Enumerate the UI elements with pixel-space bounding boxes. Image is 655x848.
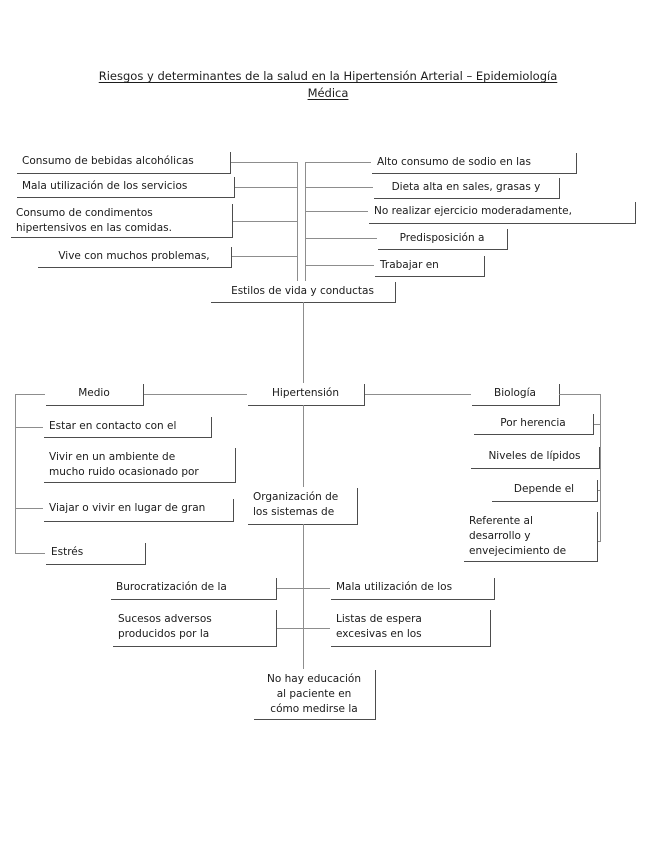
node-predisposicion[interactable]: Predisposición a	[377, 228, 507, 249]
connector-lifestyle-left-1	[230, 162, 298, 163]
node-label-line-2: al paciente en	[276, 688, 352, 700]
node-viajar-o-vivir[interactable]: Viajar o vivir en lugar de gran	[43, 498, 233, 521]
node-vive-con-problemas[interactable]: Vive con muchos problemas,	[37, 246, 231, 267]
connector-center-to-biologia	[363, 394, 473, 395]
connector-lifestyle-right-5	[305, 265, 374, 266]
node-depende-el[interactable]: Depende el	[491, 479, 597, 501]
node-label: Burocratización de la	[116, 581, 227, 593]
node-label: Por herencia	[500, 417, 566, 429]
node-label-line-1: Consumo de condimentos	[16, 207, 153, 219]
connector-environment-child-4	[15, 553, 45, 554]
node-label-line-2: mucho ruido ocasionado por	[49, 466, 199, 478]
connector-center-to-organization	[303, 405, 304, 487]
page-title-line-1: Riesgos y determinantes de la salud en l…	[98, 69, 558, 83]
node-no-realizar-ejercicio[interactable]: No realizar ejercicio moderadamente,	[368, 201, 635, 223]
node-label: No realizar ejercicio moderadamente,	[374, 205, 572, 217]
node-por-herencia[interactable]: Por herencia	[473, 413, 593, 434]
node-burocratizacion[interactable]: Burocratización de la	[110, 577, 276, 599]
node-estres[interactable]: Estrés	[45, 542, 145, 564]
connector-bottom-row-1	[276, 588, 331, 589]
node-label-line-1: No hay educación	[266, 673, 361, 685]
node-medio[interactable]: Medio	[45, 383, 143, 405]
connector-environment-child-3	[15, 508, 43, 509]
node-referente-al-desarrollo[interactable]: Referente al desarrollo y envejecimiento…	[463, 511, 597, 561]
node-label-line-1: Listas de espera	[336, 613, 422, 625]
node-label: Estar en contacto con el	[49, 420, 177, 432]
connector-organization-to-bottom	[303, 524, 304, 669]
node-sucesos-adversos[interactable]: Sucesos adversos producidos por la	[112, 609, 276, 646]
connector-lifestyle-right-trunk	[305, 162, 306, 290]
connector-lifestyle-to-center	[303, 302, 304, 386]
connector-bottom-row-2	[276, 628, 331, 629]
node-trabajar-en[interactable]: Trabajar en	[374, 255, 484, 276]
connector-lifestyle-right-4	[305, 238, 377, 239]
connector-lifestyle-left-4	[230, 256, 298, 257]
node-label-line-1: Sucesos adversos	[118, 613, 212, 625]
node-consumo-bebidas-alcoholicas[interactable]: Consumo de bebidas alcohólicas	[16, 151, 230, 173]
node-estilos-de-vida-y-conductas[interactable]: Estilos de vida y conductas	[210, 281, 395, 302]
connector-lifestyle-right-1	[305, 162, 371, 163]
node-alto-consumo-sodio[interactable]: Alto consumo de sodio en las	[371, 152, 576, 173]
node-label: Niveles de lípidos	[488, 450, 581, 462]
page-title-line-2: Médica	[307, 86, 349, 100]
node-label: Vive con muchos problemas,	[58, 250, 210, 262]
node-mala-utilizacion-de-los[interactable]: Mala utilización de los	[330, 577, 494, 599]
node-no-hay-educacion[interactable]: No hay educación al paciente en cómo med…	[253, 669, 375, 719]
node-label: Estrés	[51, 546, 84, 558]
node-label: Trabajar en	[380, 259, 439, 271]
node-label-line-1: Referente al	[469, 515, 533, 527]
node-label: Medio	[78, 387, 110, 399]
node-label-line-2: hipertensivos en las comidas.	[16, 222, 172, 234]
connector-environment-to-medio	[15, 394, 45, 395]
node-label-line-3: envejecimiento de	[469, 545, 567, 557]
connector-medio-to-center	[142, 394, 247, 395]
node-biologia[interactable]: Biología	[471, 383, 559, 405]
node-mala-utilizacion-servicios[interactable]: Mala utilización de los servicios	[16, 176, 234, 197]
node-label-line-2: producidos por la	[118, 628, 210, 640]
connector-biology-trunk	[600, 394, 601, 541]
node-label: Viajar o vivir en lugar de gran	[49, 502, 206, 514]
node-dieta-alta-sales[interactable]: Dieta alta en sales, grasas y	[373, 177, 559, 198]
node-label: Hipertensión	[272, 387, 339, 399]
connector-lifestyle-left-2	[234, 187, 298, 188]
node-niveles-de-lipidos[interactable]: Niveles de lípidos	[470, 446, 599, 468]
node-hipertension[interactable]: Hipertensión	[247, 383, 364, 405]
page-title: Riesgos y determinantes de la salud en l…	[78, 68, 578, 102]
connector-lifestyle-left-trunk	[297, 162, 298, 290]
node-label: Estilos de vida y conductas	[231, 285, 374, 297]
node-estar-en-contacto[interactable]: Estar en contacto con el	[43, 416, 211, 437]
node-label: Mala utilización de los servicios	[22, 180, 188, 192]
node-label: Alto consumo de sodio en las	[377, 156, 531, 168]
node-label-line-3: cómo medirse la	[270, 703, 358, 715]
connector-lifestyle-right-3	[305, 211, 368, 212]
node-label: Depende el	[513, 483, 575, 495]
node-consumo-condimentos[interactable]: Consumo de condimentos hipertensivos en …	[10, 203, 232, 237]
connector-lifestyle-left-3	[231, 221, 298, 222]
node-label: Dieta alta en sales, grasas y	[391, 181, 541, 193]
node-label: Biología	[494, 387, 536, 399]
connector-environment-child-1	[15, 427, 43, 428]
node-label: Mala utilización de los	[336, 581, 453, 593]
node-vivir-ambiente-ruido[interactable]: Vivir en un ambiente de mucho ruido ocas…	[43, 447, 235, 482]
node-label-line-2: los sistemas de	[253, 506, 335, 518]
connector-biology-root	[559, 394, 601, 395]
node-organizacion-sistemas[interactable]: Organización de los sistemas de	[247, 487, 357, 524]
node-label: Consumo de bebidas alcohólicas	[22, 155, 194, 167]
connector-lifestyle-right-2	[305, 187, 373, 188]
node-label-line-2: excesivas en los	[336, 628, 422, 640]
node-label-line-2: desarrollo y	[469, 530, 531, 542]
node-label: Predisposición a	[399, 232, 485, 244]
node-label-line-1: Vivir en un ambiente de	[49, 451, 176, 463]
node-listas-de-espera[interactable]: Listas de espera excesivas en los	[330, 609, 490, 646]
node-label-line-1: Organización de	[253, 491, 339, 503]
connector-environment-trunk	[15, 394, 16, 553]
